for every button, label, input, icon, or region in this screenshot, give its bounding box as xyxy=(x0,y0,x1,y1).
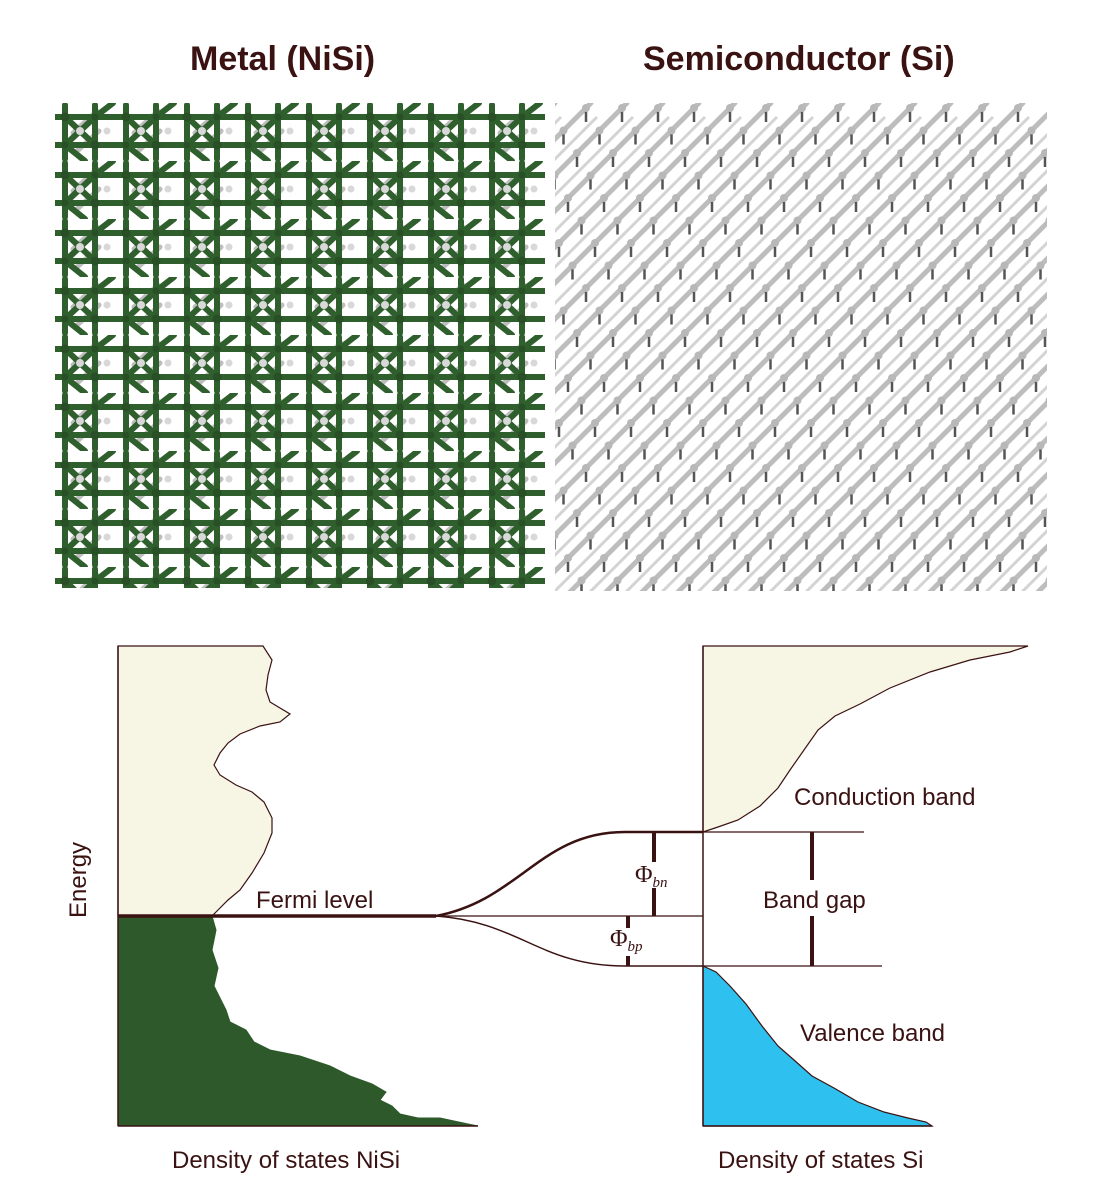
phi-bp-label: Φbp xyxy=(610,926,643,955)
conduction-band-label: Conduction band xyxy=(794,784,975,811)
energy-axis-label: Energy xyxy=(65,842,92,918)
nisi-filled-states-region xyxy=(117,915,479,1127)
nisi-lattice-image xyxy=(55,103,545,588)
si-valence-band-region xyxy=(702,965,934,1127)
valence-band-bending-curve xyxy=(435,915,703,967)
dos-nisi-label: Density of states NiSi xyxy=(172,1147,400,1174)
si-conduction-band-region xyxy=(702,645,1029,833)
band-diagram: Energy Fermi level Band gap Conduction b… xyxy=(65,645,1029,1174)
title-semiconductor-si: Semiconductor (Si) xyxy=(643,40,955,78)
phi-bn-label: Φbn xyxy=(635,862,668,891)
fermi-level-label: Fermi level xyxy=(256,887,373,914)
dos-si-label: Density of states Si xyxy=(718,1147,923,1174)
valence-band-label: Valence band xyxy=(800,1020,945,1047)
conduction-band-bending-curve xyxy=(435,830,703,918)
si-lattice-image xyxy=(555,103,1047,591)
nisi-empty-states-region xyxy=(117,645,292,917)
title-metal-nisi: Metal (NiSi) xyxy=(190,40,376,78)
band-gap-label: Band gap xyxy=(763,887,866,914)
